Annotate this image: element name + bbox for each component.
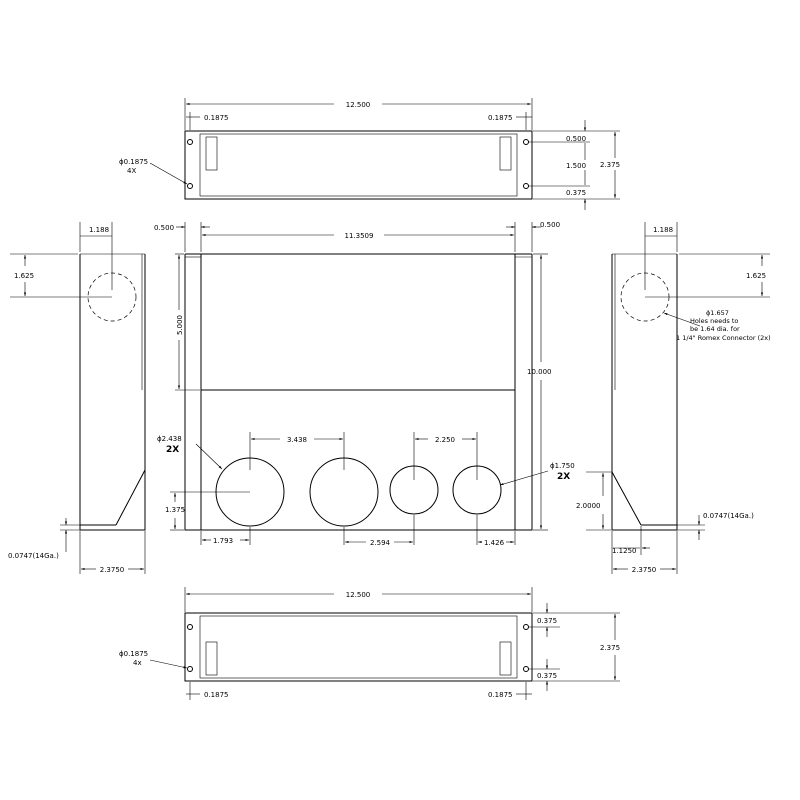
top-dim-0500: 0.500 — [566, 135, 586, 143]
bottom-right-hole-offset: 0.1875 — [488, 691, 513, 699]
top-view-outline — [184, 130, 533, 200]
top-view-right-tab — [499, 136, 512, 171]
top-view: 12.500 0.1875 0.1875 ϕ0.1875 4X 0.500 1.… — [119, 98, 620, 210]
top-dim-1500: 1.500 — [566, 162, 586, 170]
front-left-offset: 1.793 — [213, 537, 233, 545]
top-view-inner — [199, 133, 518, 197]
large-hole-callout: ϕ2.438 — [157, 435, 182, 443]
right-side-view: 1.188 1.625 ϕ1.657 Holes needs to be 1.6… — [576, 222, 771, 574]
top-hole-callout: ϕ0.1875 — [119, 158, 148, 166]
bottom-hole-br — [523, 666, 529, 672]
bottom-view-left-tab — [205, 641, 218, 676]
front-view: 0.500 11.3509 0.500 5.000 10.000 3.438 2… — [154, 221, 575, 547]
hole-spacing-small: 2.250 — [435, 436, 455, 444]
front-upper-height: 5.000 — [176, 315, 184, 335]
front-inner-width: 11.3509 — [345, 232, 374, 240]
top-overall-width: 12.500 — [346, 101, 371, 109]
right-side-bottom-offset: 1.1250 — [612, 547, 637, 555]
left-side-width-top: 1.188 — [89, 226, 109, 234]
top-hole-tr — [523, 139, 529, 145]
left-side-outline — [79, 254, 146, 531]
right-side-overall-width: 2.3750 — [632, 566, 657, 574]
small-hole-qty: 2X — [557, 472, 570, 482]
right-side-height-top: 1.625 — [746, 272, 766, 280]
left-side-view: 1.188 1.625 0.0747(14Ga.) 2.3750 — [8, 222, 146, 574]
left-side-overall-width: 2.3750 — [100, 566, 125, 574]
front-right-flange-dim: 0.500 — [540, 221, 560, 229]
top-overall-height: 2.375 — [600, 161, 620, 169]
top-left-hole-offset: 0.1875 — [204, 114, 229, 122]
left-side-chamfer — [115, 469, 146, 526]
right-side-chamfer — [611, 471, 642, 526]
top-view-left-tab — [205, 136, 218, 171]
left-side-thickness: 0.0747(14Ga.) — [8, 552, 59, 560]
top-hole-bl — [187, 183, 193, 189]
bottom-overall-height: 2.375 — [600, 644, 620, 652]
left-side-height-top: 1.625 — [14, 272, 34, 280]
right-side-hole-note-1: Holes needs to — [690, 317, 738, 325]
bottom-overall-width: 12.500 — [346, 591, 371, 599]
bottom-hole-bl — [187, 666, 193, 672]
front-right-flange — [514, 254, 533, 531]
bottom-hole-tl — [187, 624, 193, 630]
top-hole-qty: 4X — [127, 167, 136, 175]
hole-spacing-large: 3.438 — [287, 436, 307, 444]
bottom-hole-qty: 4x — [133, 659, 142, 667]
top-right-hole-offset: 0.1875 — [488, 114, 513, 122]
bottom-view-inner — [199, 615, 518, 679]
bottom-left-hole-offset: 0.1875 — [204, 691, 229, 699]
front-center-gap: 2.594 — [370, 539, 391, 547]
top-dim-0375: 0.375 — [566, 189, 586, 197]
bottom-dim-bot: 0.375 — [537, 672, 557, 680]
top-hole-br — [523, 183, 529, 189]
bottom-hole-tr — [523, 624, 529, 630]
top-hole-tl — [187, 139, 193, 145]
large-hole-qty: 2X — [166, 445, 179, 455]
front-overall-height: 10.000 — [527, 368, 552, 376]
hole-center-height: 1.375 — [165, 506, 185, 514]
bottom-hole-callout: ϕ0.1875 — [119, 650, 148, 658]
right-side-hole-callout: ϕ1.657 — [706, 309, 729, 317]
front-right-offset: 1.426 — [484, 539, 505, 547]
right-side-width-top: 1.188 — [653, 226, 673, 234]
front-left-flange — [184, 254, 202, 531]
front-left-flange-dim: 0.500 — [154, 224, 174, 232]
right-side-thickness: 0.0747(14Ga.) — [703, 512, 754, 520]
bottom-view-outline — [184, 612, 533, 682]
bottom-view-right-tab — [499, 641, 512, 676]
bottom-dim-top: 0.375 — [537, 617, 557, 625]
right-side-hole-note-2: be 1.64 dia. for — [690, 325, 740, 333]
right-side-outline — [611, 254, 678, 531]
right-side-hole-note-3: 1 1/4" Romex Connector (2x) — [676, 334, 771, 342]
right-side-chamfer-height: 2.0000 — [576, 502, 601, 510]
small-hole-callout: ϕ1.750 — [550, 462, 575, 470]
bottom-view: 12.500 ϕ0.1875 4x 0.1875 0.1875 0.375 0.… — [119, 587, 620, 700]
